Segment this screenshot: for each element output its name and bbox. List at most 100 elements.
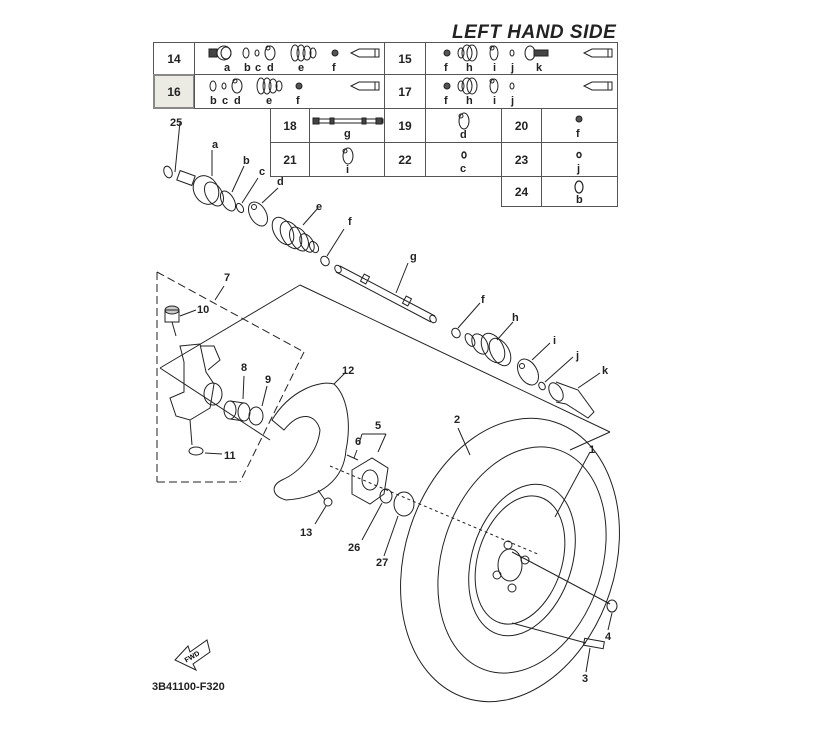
knuckle-group-box	[156, 271, 305, 483]
axis-line	[329, 465, 541, 556]
bearing	[223, 375, 251, 422]
callout-9: 9	[265, 374, 272, 386]
kit-17-parts-icons	[443, 77, 613, 95]
kit-14-label-a: a	[224, 62, 231, 74]
kit-24-label-b: b	[576, 194, 583, 206]
callout-k: k	[602, 365, 609, 377]
kit-ref-24: 24	[501, 176, 542, 207]
callout-7: 7	[224, 272, 231, 284]
kit-parts-16: b c d e f	[194, 74, 385, 109]
kit-ref-22: 22	[384, 142, 426, 177]
kit-parts-18: g	[309, 108, 385, 143]
callout-8: 8	[241, 362, 248, 374]
kit-19-label-d: d	[460, 129, 467, 141]
callout-f-inner: f	[481, 294, 485, 306]
callout-f-outer: f	[348, 216, 352, 228]
steering-knuckle	[169, 343, 223, 421]
kit-15-label-f: f	[444, 62, 448, 74]
callout-5: 5	[375, 420, 382, 432]
kit-15-label-h: h	[466, 62, 473, 74]
kit-14-label-b: b	[244, 62, 251, 74]
kit-parts-21: i	[309, 142, 385, 177]
kit-14-parts-icons	[208, 44, 380, 62]
callout-1: 1	[589, 444, 596, 456]
kit-parts-20: f	[541, 108, 618, 143]
kit-16-label-e: e	[266, 95, 273, 107]
leader-7	[214, 285, 225, 301]
bolt	[314, 489, 333, 525]
callout-3: 3	[582, 673, 589, 685]
kit-14-label-c: c	[255, 62, 262, 74]
kit-16-label-b: b	[210, 95, 217, 107]
wheel-rim	[468, 451, 591, 637]
outer-cv-joint	[163, 121, 345, 267]
kit-15-parts-icons	[443, 44, 613, 62]
kit-17-label-j: j	[511, 95, 515, 107]
callout-6: 6	[355, 436, 362, 448]
valve-stem	[511, 622, 605, 673]
callout-j: j	[576, 350, 580, 362]
diagram-title: LEFT HAND SIDE	[452, 22, 617, 43]
kit-ref-20: 20	[501, 108, 542, 143]
kit-22-label-c: c	[460, 163, 467, 175]
kit-16-parts-icons	[209, 77, 380, 95]
callout-13: 13	[300, 527, 313, 539]
tire	[400, 417, 620, 703]
callout-10: 10	[197, 304, 210, 316]
callout-c: c	[259, 166, 266, 178]
lug-nut	[511, 551, 618, 631]
callout-h: h	[512, 312, 519, 324]
callout-i: i	[553, 335, 557, 347]
ball-joint	[164, 305, 197, 337]
kit-14-label-f: f	[332, 62, 336, 74]
hub-cap	[383, 491, 415, 557]
callout-g: g	[410, 251, 417, 263]
kit-22-ring-icon	[461, 151, 467, 159]
kit-23-ring-icon	[576, 151, 582, 159]
callout-12: 12	[342, 365, 355, 377]
kit-ref-23: 23	[501, 142, 542, 177]
kit-parts-22: c	[425, 142, 502, 177]
kit-20-label-f: f	[576, 128, 580, 140]
callout-11: 11	[224, 450, 236, 462]
kit-17-label-f: f	[444, 95, 448, 107]
callout-27: 27	[376, 557, 389, 569]
kit-14-label-e: e	[298, 62, 305, 74]
kit-15-label-k: k	[536, 62, 543, 74]
oil-seal	[248, 385, 268, 426]
kit-24-oring-icon	[574, 180, 584, 194]
kit-21-label-i: i	[346, 164, 350, 176]
kit-parts-24: b	[541, 176, 618, 207]
kit-18-shaft-icon	[312, 117, 384, 125]
kit-20-band-icon	[575, 115, 583, 123]
brake-shield	[271, 371, 349, 501]
axle-nut	[361, 488, 393, 541]
kit-16-label-d: d	[234, 95, 241, 107]
kit-ref-19: 19	[384, 108, 426, 143]
kit-17-label-h: h	[466, 95, 473, 107]
callout-2: 2	[454, 414, 461, 426]
inner-cv-joint	[451, 302, 601, 419]
kit-16-label-f: f	[296, 95, 300, 107]
kit-19-clamp-icon	[458, 112, 470, 130]
assembly-outline	[159, 284, 611, 451]
callout-e: e	[316, 201, 323, 213]
callout-26: 26	[348, 542, 361, 554]
fwd-arrow-icon	[174, 639, 211, 672]
callout-4: 4	[605, 631, 612, 643]
kit-14-label-d: d	[267, 62, 274, 74]
kit-15-label-i: i	[493, 62, 497, 74]
washer	[188, 419, 223, 456]
kit-16-label-c: c	[222, 95, 229, 107]
kit-17-label-i: i	[493, 95, 497, 107]
kit-parts-17: f h i j	[425, 74, 618, 109]
kit-parts-19: d	[425, 108, 502, 143]
drive-shaft	[334, 262, 437, 324]
callout-d: d	[277, 176, 284, 188]
kit-21-clamp-icon	[342, 147, 354, 165]
kit-18-label-g: g	[344, 128, 351, 140]
kit-ref-18: 18	[270, 108, 310, 143]
diagram-code: 3B41100-F320	[152, 681, 225, 693]
kit-15-label-j: j	[511, 62, 515, 74]
